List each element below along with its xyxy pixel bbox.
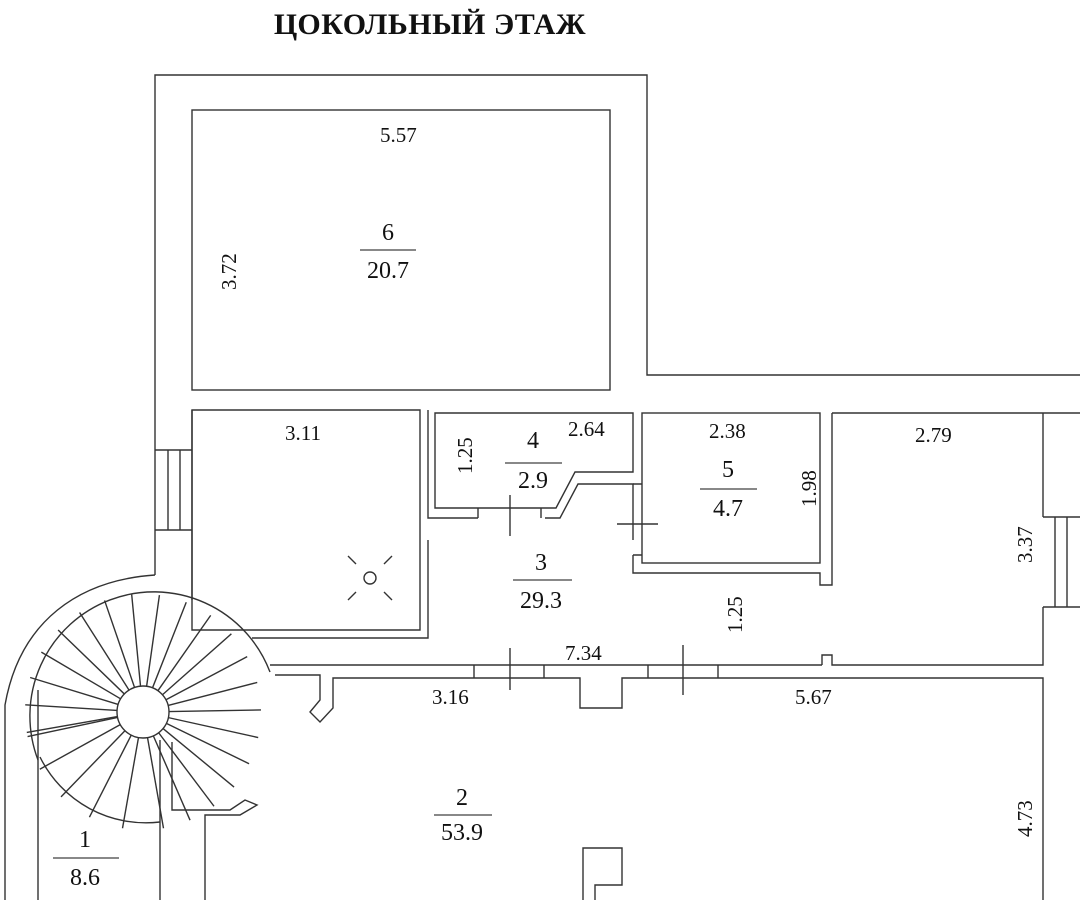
room-2-label: 2 53.9 — [434, 785, 492, 846]
stair-tread — [29, 676, 119, 706]
stair-tread — [57, 629, 125, 695]
room-area: 53.9 — [441, 820, 483, 846]
stair-tread — [146, 737, 165, 829]
spiral-staircase — [25, 591, 271, 829]
stair-tread — [162, 727, 235, 788]
room-number: 6 — [382, 220, 394, 246]
dim-label: 7.34 — [565, 641, 602, 665]
stair-tread — [157, 614, 212, 692]
room-number: 3 — [535, 550, 547, 576]
ceiling-light-icon — [347, 555, 393, 601]
floor-title: ЦОКОЛЬНЫЙ ЭТАЖ — [273, 8, 587, 41]
stair-tread — [165, 655, 248, 701]
room-area: 20.7 — [367, 258, 409, 284]
dim-label: 3.72 — [217, 253, 241, 290]
stair-tread — [162, 633, 232, 696]
dim-label: 2.79 — [915, 423, 952, 447]
dimension-labels: 5.57 3.72 3.11 1.25 2.64 2.38 1.98 2.79 … — [217, 123, 1037, 837]
dim-label: 2.38 — [709, 419, 746, 443]
dim-label: 1.25 — [453, 437, 477, 474]
stair-tread — [152, 735, 191, 821]
room-number: 2 — [456, 785, 468, 811]
dim-label: 3.11 — [285, 421, 321, 445]
room-area: 4.7 — [713, 496, 743, 522]
dim-label: 2.64 — [568, 417, 605, 441]
room-number: 4 — [527, 428, 539, 454]
room-area: 2.9 — [518, 468, 548, 494]
dim-label: 3.37 — [1013, 526, 1037, 563]
stair-tread — [166, 722, 250, 765]
stair-tread — [167, 681, 258, 707]
stair-tread — [121, 737, 140, 829]
stair-tread — [145, 595, 161, 687]
stair-tread — [40, 651, 121, 700]
dim-label: 3.16 — [432, 685, 469, 709]
stair-tread — [168, 716, 259, 739]
stair-tread — [39, 723, 121, 770]
stair-tread — [26, 715, 118, 734]
room-number: 1 — [79, 827, 91, 853]
dim-label: 5.67 — [795, 685, 832, 709]
dim-label: 1.25 — [723, 596, 747, 633]
dim-label: 1.98 — [797, 470, 821, 507]
dim-label: 4.73 — [1013, 800, 1037, 837]
room-5-label: 5 4.7 — [700, 457, 757, 522]
stair-tread — [25, 704, 118, 712]
room-number: 5 — [722, 457, 734, 483]
room-area: 8.6 — [70, 865, 100, 891]
room-1-label: 1 8.6 — [53, 827, 119, 891]
stair-tread — [103, 600, 136, 688]
stair-tread — [60, 730, 126, 798]
stair-tread — [130, 594, 142, 687]
room-4-label: 4 2.9 — [505, 428, 562, 494]
stair-tread — [79, 612, 130, 691]
room-6-label: 6 20.7 — [360, 220, 416, 284]
stair-tread — [158, 732, 215, 807]
stair-tread — [151, 601, 187, 689]
room-area: 29.3 — [520, 588, 562, 614]
dim-label: 5.57 — [380, 123, 417, 147]
stair-tread — [88, 734, 132, 818]
walls — [4, 74, 1080, 900]
room-3-label: 3 29.3 — [513, 550, 572, 614]
stair-tread — [168, 709, 261, 713]
stair-tread — [27, 716, 118, 738]
